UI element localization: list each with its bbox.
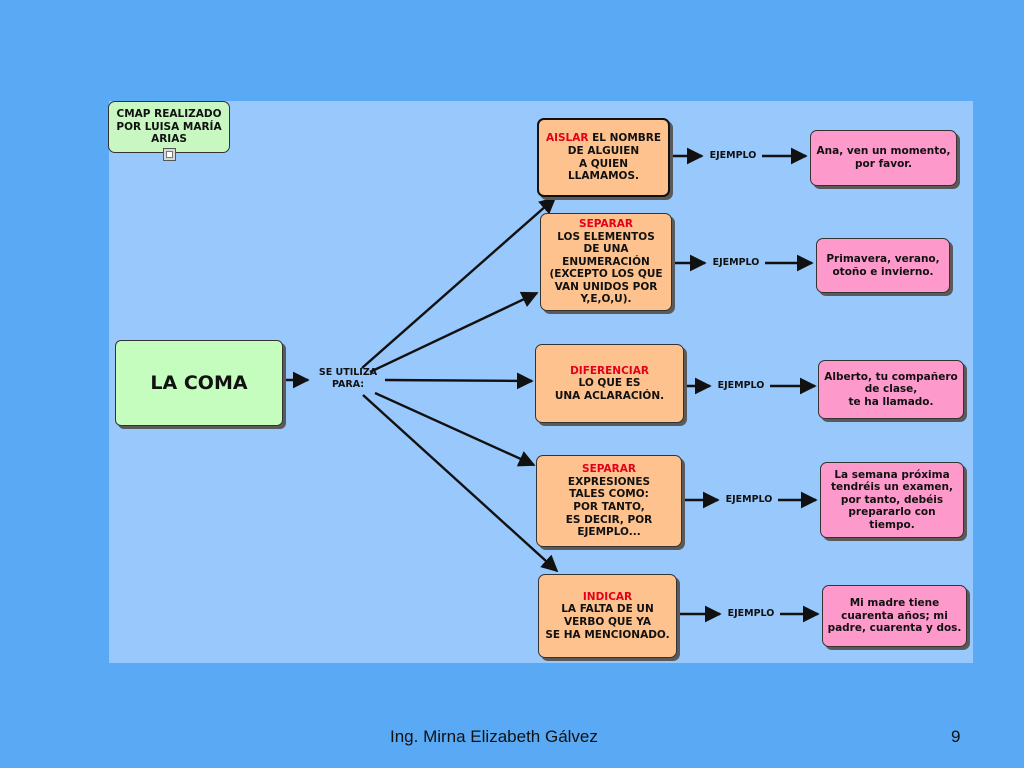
use-3-line-2: UNA ACLARACIÓN. (554, 389, 665, 402)
use-2-line-6: Y,E,O,U). (580, 293, 632, 306)
main-concept-la-coma: LA COMA (115, 340, 283, 426)
example-4-line-2: tendréis un examen, (830, 481, 954, 494)
example-2-line-1: Primavera, verano, (826, 252, 940, 265)
document-icon[interactable] (163, 148, 176, 161)
example-label-5: EJEMPLO (727, 608, 775, 619)
example-3-line-2: de clase, (864, 383, 918, 396)
example-4-line-3: por tanto, debéis (840, 493, 944, 506)
use-4-line-3: POR TANTO, (573, 501, 645, 513)
use-2-keyword: SEPARAR (579, 217, 633, 230)
use-node-3: DIFERENCIAR LO QUE ES UNA ACLARACIÓN. (535, 344, 684, 423)
use-5-line-1: LA FALTA DE UN (561, 603, 654, 616)
example-4-line-1: La semana próxima (834, 468, 950, 481)
example-1-line-2: por favor. (855, 158, 912, 170)
example-label-4: EJEMPLO (725, 494, 773, 505)
use-node-1: AISLAR EL NOMBRE DE ALGUIEN A QUIEN LLAM… (537, 118, 670, 197)
example-3-line-3: te ha llamado. (848, 395, 934, 408)
example-5-line-1: Mi madre tiene (849, 597, 940, 610)
example-1-line-1: Ana, ven un momento, (816, 145, 951, 158)
example-2-line-2: otoño e invierno. (832, 265, 934, 278)
main-concept-label: LA COMA (150, 371, 248, 394)
example-node-1: Ana, ven un momento, por favor. (810, 130, 957, 186)
use-1-line-3: A QUIEN (578, 157, 629, 170)
example-5-line-2: cuarenta años; mi (841, 609, 948, 622)
link-label-se-utiliza: SE UTILIZA PARA: (308, 367, 388, 391)
use-1-keyword: AISLAR (545, 132, 589, 145)
use-5-line-3: SE HA MENCIONADO. (545, 628, 670, 641)
example-4-line-5: tiempo. (869, 518, 915, 531)
use-2-line-2: DE UNA (583, 243, 629, 256)
use-1-line-1: EL NOMBRE (588, 132, 662, 145)
use-4-keyword: SEPARAR (582, 463, 636, 476)
use-3-keyword: DIFERENCIAR (570, 364, 649, 377)
example-node-5: Mi madre tiene cuarenta años; mi padre, … (822, 585, 967, 647)
example-label-2: EJEMPLO (712, 257, 760, 268)
use-node-2: SEPARAR LOS ELEMENTOS DE UNA ENUMERACIÓN… (540, 213, 672, 311)
use-5-keyword: INDICAR (582, 590, 633, 603)
example-node-2: Primavera, verano, otoño e invierno. (816, 238, 950, 293)
example-3-line-1: Alberto, tu compañero (824, 370, 958, 383)
example-label-1: EJEMPLO (709, 150, 757, 161)
use-4-line-4: ES DECIR, POR (565, 513, 653, 526)
use-1-line-4: LLAMAMOS. (567, 170, 639, 183)
use-5-line-2: VERBO QUE YA (564, 616, 651, 628)
footer-author: Ing. Mirna Elizabeth Gálvez (390, 727, 598, 746)
link-label-line-2: PARA: (331, 379, 365, 390)
credit-line-2: POR LUISA MARÍA (116, 120, 222, 133)
use-4-line-5: EJEMPLO... (577, 526, 641, 539)
use-node-5: INDICAR LA FALTA DE UN VERBO QUE YA SE H… (538, 574, 677, 658)
use-4-line-1: EXPRESIONES (567, 475, 651, 488)
footer-page-number: 9 (951, 727, 961, 746)
use-node-4: SEPARAR EXPRESIONES TALES COMO: POR TANT… (536, 455, 682, 547)
example-node-3: Alberto, tu compañero de clase, te ha ll… (818, 360, 964, 419)
credit-line-1: CMAP REALIZADO (116, 108, 222, 121)
use-2-line-3: ENUMERACIÓN (562, 255, 650, 268)
example-5-line-3: padre, cuarenta y dos. (827, 622, 962, 635)
credit-box: CMAP REALIZADO POR LUISA MARÍA ARIAS (108, 101, 230, 153)
use-4-line-2: TALES COMO: (569, 488, 649, 501)
use-2-line-1: LOS ELEMENTOS (557, 230, 655, 243)
use-3-line-1: LO QUE ES (578, 377, 641, 390)
credit-line-3: ARIAS (151, 133, 187, 146)
use-2-line-4: (EXCEPTO LOS QUE (549, 268, 663, 281)
use-2-line-5: VAN UNIDOS POR (554, 280, 658, 293)
example-label-3: EJEMPLO (717, 380, 765, 391)
link-label-line-1: SE UTILIZA (318, 367, 378, 378)
example-4-line-4: prepararlo con (848, 506, 936, 519)
use-1-line-2: DE ALGUIEN (567, 144, 640, 157)
example-node-4: La semana próxima tendréis un examen, po… (820, 462, 964, 538)
